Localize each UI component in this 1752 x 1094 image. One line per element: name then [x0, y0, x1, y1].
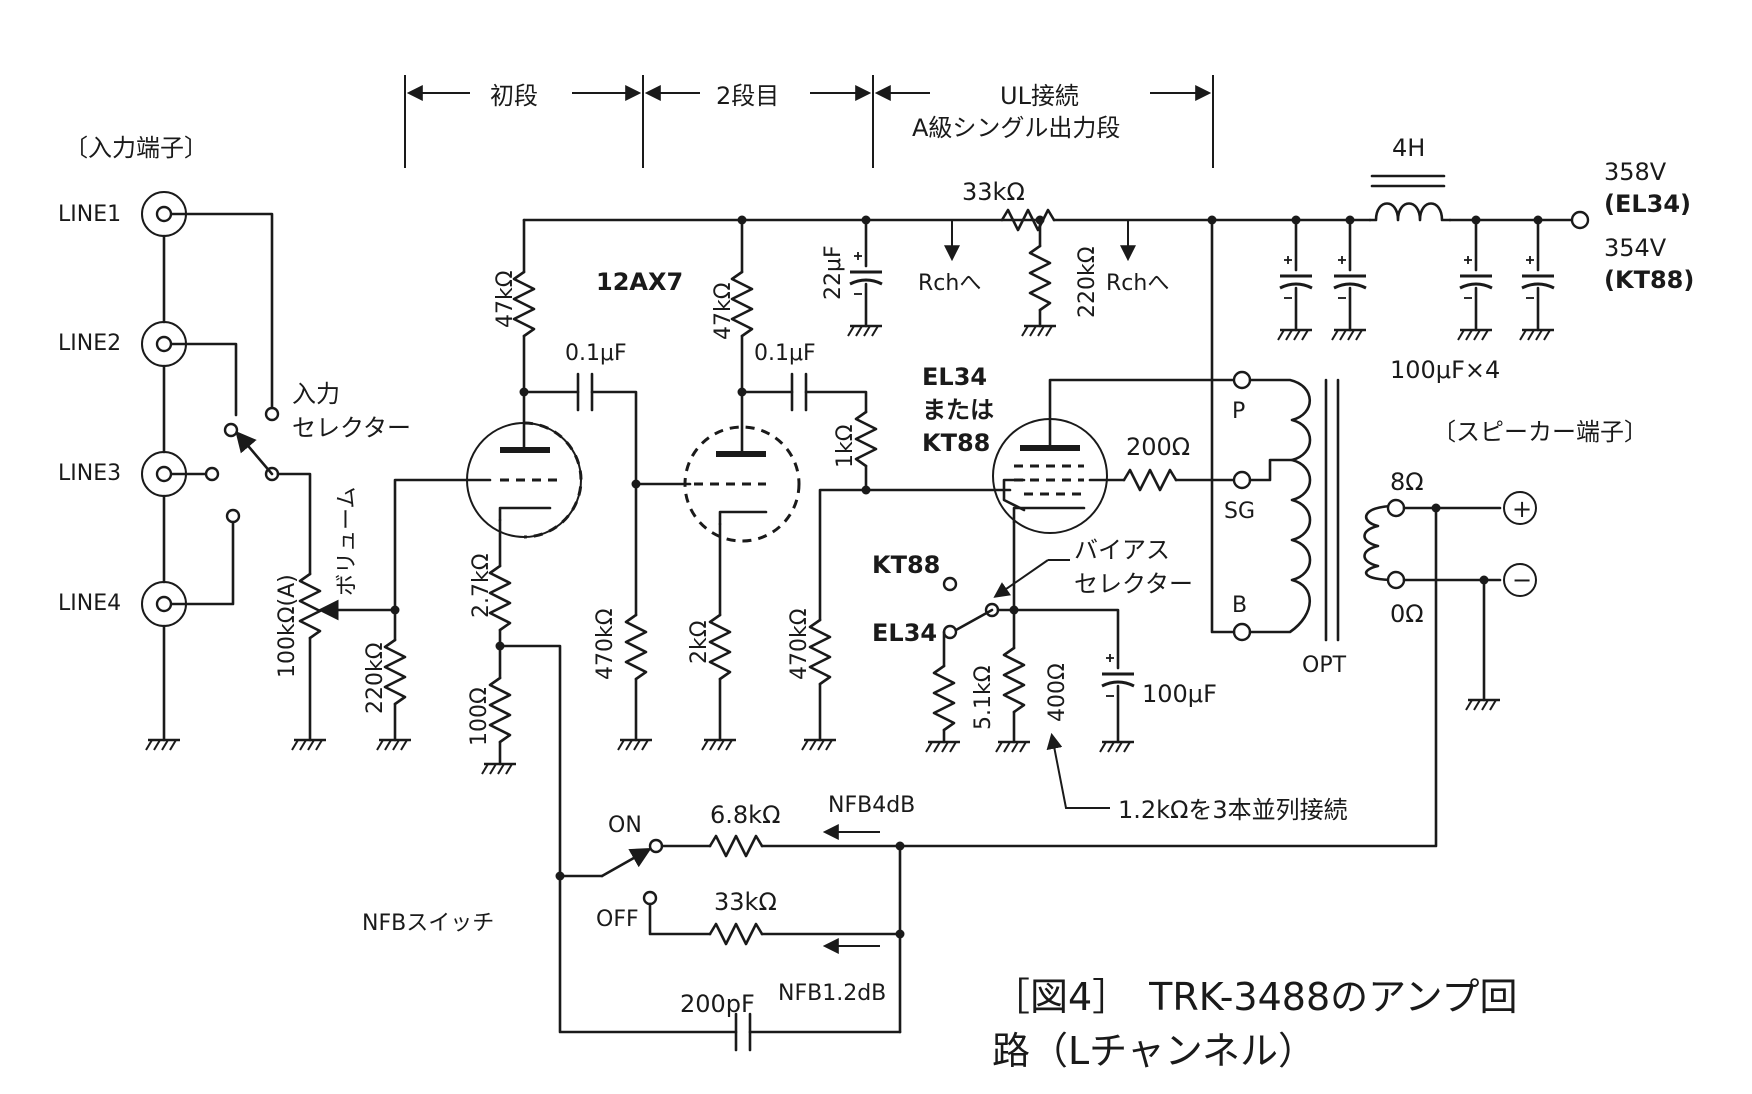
nfb-on-amount: NFB4dB: [828, 793, 915, 818]
nfb-switch-label: NFBスイッチ: [362, 911, 494, 936]
input-section: 〔入力端子〕 LINE1 LINE2 LINE3 LINE4 入力 セレクター: [58, 134, 492, 752]
bias-kt88-label: KT88: [872, 551, 940, 579]
nfb-off-amount: NFB1.2dB: [778, 981, 886, 1006]
output-transformer: P SG B OPT: [1224, 370, 1398, 678]
rch-arrow-label-1: Rchへ: [918, 271, 981, 296]
stage1-plate-resistor: 47kΩ: [493, 270, 518, 328]
rch-arrow-label-2: Rchへ: [1106, 271, 1169, 296]
capacitor-bank-label: 100μF×4: [1390, 356, 1500, 384]
screen-grid-resistor: 200Ω: [1126, 433, 1190, 461]
speaker-plus-terminal: +: [1503, 491, 1537, 525]
nfb-on-resistor: 6.8kΩ: [710, 801, 780, 829]
opt-p-label: P: [1232, 399, 1245, 424]
speaker-minus-terminal: −: [1503, 563, 1537, 597]
output-grid-resistor: 470kΩ: [787, 608, 812, 680]
decoupling-cap: 22μF: [821, 245, 846, 300]
stage2: 470kΩ 47kΩ 0.1μF 1kΩ 2kΩ: [593, 218, 878, 752]
cathode-bypass-cap: 100μF: [1142, 680, 1217, 708]
voltage-el34: 358V: [1604, 158, 1667, 186]
nfb-cap: 200pF: [680, 990, 755, 1018]
opt-label: OPT: [1302, 653, 1347, 678]
stage2-label: 2段目: [716, 82, 779, 110]
volume-label: ボリューム: [335, 487, 360, 596]
stage1-cathode-resistor-2: 100Ω: [467, 687, 492, 746]
bias-el34-label: EL34: [872, 619, 937, 647]
voltage-el34-tube: (EL34): [1604, 190, 1691, 218]
speaker-8ohm-label: 8Ω: [1390, 468, 1424, 496]
nfb-off-resistor: 33kΩ: [714, 888, 777, 916]
stage1-grid-resistor: 220kΩ: [363, 642, 388, 714]
choke-label: 4H: [1392, 134, 1425, 162]
bleeder-resistor: 220kΩ: [1075, 246, 1100, 318]
voltage-kt88: 354V: [1604, 234, 1667, 262]
output-tube-type-2: または: [922, 396, 994, 424]
output-stage: 470kΩ EL34 または KT88 200Ω KT88 EL34 バイアス …: [787, 363, 1348, 824]
stage2-grid-stopper: 1kΩ: [833, 424, 858, 468]
stage2-plate-resistor: 47kΩ: [711, 282, 736, 340]
nfb-section: NFBスイッチ ON OFF 6.8kΩ NFB4dB 33kΩ NFB1.2d…: [362, 793, 915, 1052]
section-brackets: 初段 2段目 UL接続 A級シングル出力段: [404, 75, 1214, 168]
volume-value: 100kΩ(A): [275, 574, 300, 678]
speaker-section: 〔スピーカー端子〕 8Ω 0Ω + −: [898, 418, 1648, 848]
input-selector-label-2: セレクター: [292, 414, 411, 442]
bias-selector-label-2: セレクター: [1074, 570, 1193, 598]
svg-text:−: −: [1512, 566, 1532, 594]
line3-label: LINE3: [58, 461, 121, 486]
nfb-on-label: ON: [608, 813, 642, 838]
stage2-coupling-cap: 0.1μF: [754, 341, 816, 366]
stage2-cathode-resistor: 2kΩ: [687, 620, 712, 664]
svg-text:+: +: [1512, 495, 1532, 523]
line1-label: LINE1: [58, 202, 121, 227]
opt-b-label: B: [1232, 593, 1247, 618]
cathode-resistor-400: 400Ω: [1045, 663, 1070, 722]
cathode-resistor-el34: 5.1kΩ: [971, 665, 996, 730]
input-terminals-title: 〔入力端子〕: [64, 134, 208, 162]
caption-line-1: ［図4］ TRK-3488のアンプ回: [992, 975, 1517, 1019]
opt-sg-label: SG: [1224, 499, 1255, 524]
stage1-coupling-cap: 0.1μF: [565, 341, 627, 366]
power-supply: 33kΩ 22μF Rchへ Rchへ 220kΩ: [522, 134, 1694, 634]
voltage-kt88-tube: (KT88): [1604, 266, 1694, 294]
nfb-off-label: OFF: [596, 907, 639, 932]
output-tube-type-3: KT88: [922, 429, 990, 457]
output-stage-label-1: UL接続: [1000, 82, 1079, 110]
bias-selector-label-1: バイアス: [1074, 536, 1170, 564]
stage1-cathode-resistor-1: 2.7kΩ: [469, 553, 494, 618]
stage1-label: 初段: [490, 82, 538, 110]
figure-caption: ［図4］ TRK-3488のアンプ回 路（Lチャンネル）: [992, 975, 1517, 1073]
stage1-tube-type: 12AX7: [596, 268, 683, 296]
cathode-resistor-note: 1.2kΩを3本並列接続: [1118, 796, 1348, 824]
stage2-grid-resistor: 470kΩ: [593, 608, 618, 680]
dropping-resistor: 33kΩ: [962, 178, 1025, 206]
caption-line-2: 路（Lチャンネル）: [992, 1029, 1316, 1073]
stage1: 12AX7 47kΩ 0.1μF 2.7kΩ 100Ω: [466, 218, 683, 878]
output-tube-type-1: EL34: [922, 363, 987, 391]
output-stage-label-2: A級シングル出力段: [912, 114, 1120, 142]
input-selector-label-1: 入力: [292, 380, 340, 408]
speaker-0ohm-label: 0Ω: [1390, 600, 1424, 628]
line2-label: LINE2: [58, 331, 121, 356]
ground-icon: [144, 738, 182, 752]
line4-label: LINE4: [58, 591, 121, 616]
speaker-terminals-title: 〔スピーカー端子〕: [1432, 418, 1648, 446]
